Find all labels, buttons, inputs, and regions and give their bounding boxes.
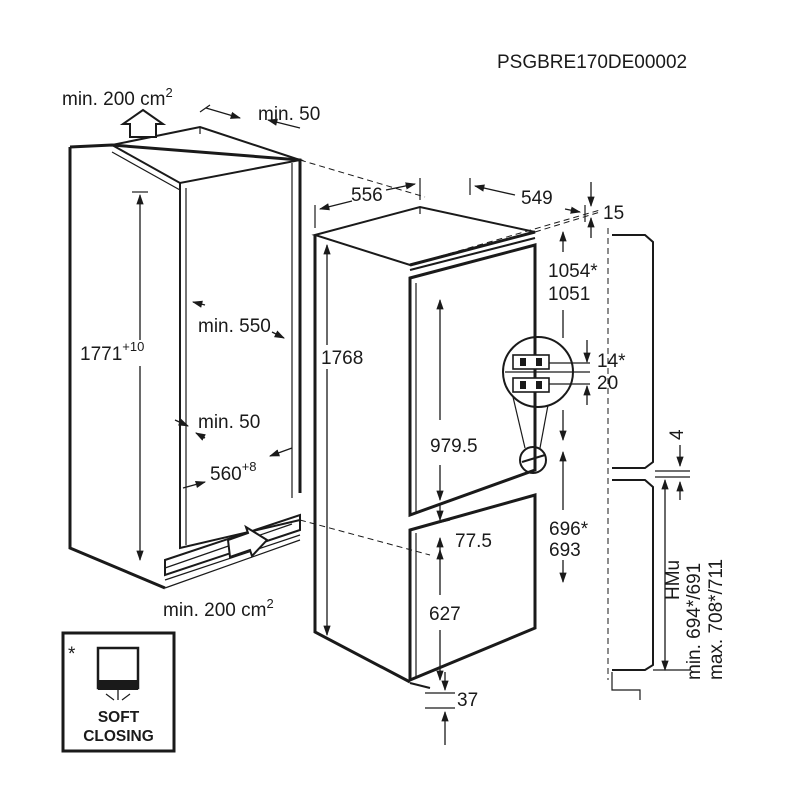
lower-door-total-dimension: 696* 693 <box>549 450 589 584</box>
furniture-doors <box>607 228 654 700</box>
hinge-offset-dimension: 14* 20 <box>583 340 626 405</box>
lower-door-total-a: 696* <box>549 519 589 540</box>
appliance-height-dimension: 1768 <box>319 243 374 637</box>
appliance-width-label: 556 <box>351 185 383 206</box>
furniture-gap-dimension: 4 <box>655 429 690 500</box>
niche-width-dimension: 560+8 <box>182 447 293 489</box>
vent-top-label: min. 200 cm2 <box>62 85 173 110</box>
lower-door-label: 627 <box>429 604 461 625</box>
top-gap-dimension: min. 50 <box>199 104 320 129</box>
appliance-height-label: 1768 <box>321 348 363 369</box>
lower-door-total-b: 693 <box>549 540 581 561</box>
top-offset-dimension: 15 <box>587 182 624 238</box>
hmu-label: HMu <box>663 560 684 600</box>
badge-asterisk: * <box>68 644 76 665</box>
upper-door-total-b: 1051 <box>548 284 590 305</box>
top-gap-label: min. 50 <box>258 104 320 125</box>
niche-height-label: 1771+10 <box>80 339 144 365</box>
badge-line-closing: CLOSING <box>83 728 154 745</box>
bottom-offset-label: 37 <box>457 690 478 711</box>
badge-line-soft: SOFT <box>98 709 140 726</box>
document-code: PSGBRE170DE00002 <box>497 52 687 73</box>
airflow-up-arrow <box>119 108 167 138</box>
door-gap-label: 77.5 <box>455 531 492 552</box>
hmu-max-label: max. 708*/711 <box>706 559 727 680</box>
niche-depth-dimension: min. 550 <box>191 300 285 339</box>
hmu-dimension: HMu min. 694*/691 max. 708*/711 <box>653 478 727 680</box>
appliance <box>311 205 601 689</box>
airflow-in-arrow <box>226 524 269 559</box>
hmu-min-label: min. 694*/691 <box>684 563 705 680</box>
niche-height-dimension: 1771+10 <box>78 191 160 562</box>
niche-width-label: 560+8 <box>210 459 257 485</box>
hinge-detail <box>502 336 590 449</box>
bottom-offset-dimension: 37 <box>425 672 478 745</box>
upper-door-total-a: 1054* <box>548 261 598 282</box>
door-gap-dimension: 77.5 <box>419 505 492 560</box>
lower-door-dimension: 627 <box>429 548 461 682</box>
appliance-depth-dimension: 549 <box>469 178 586 222</box>
furniture-gap-label: 4 <box>667 429 688 440</box>
upper-door-dimension: 979.5 <box>428 298 488 502</box>
top-offset-label: 15 <box>603 203 624 224</box>
appliance-width-dimension: 556 <box>314 178 421 228</box>
soft-closing-badge: * SOFT CLOSING <box>61 631 176 753</box>
upper-door-label: 979.5 <box>430 436 478 457</box>
side-gap-dimension: min. 50 <box>174 412 260 441</box>
niche-depth-label: min. 550 <box>198 316 271 337</box>
upper-door-total-dimension: 1054* 1051 <box>548 230 598 442</box>
appliance-depth-label: 549 <box>521 188 553 209</box>
side-gap-label: min. 50 <box>198 412 260 433</box>
niche-cabinet <box>68 125 431 590</box>
hinge-offset-a: 14* <box>597 351 626 372</box>
vent-bottom-label: min. 200 cm2 <box>163 596 274 621</box>
